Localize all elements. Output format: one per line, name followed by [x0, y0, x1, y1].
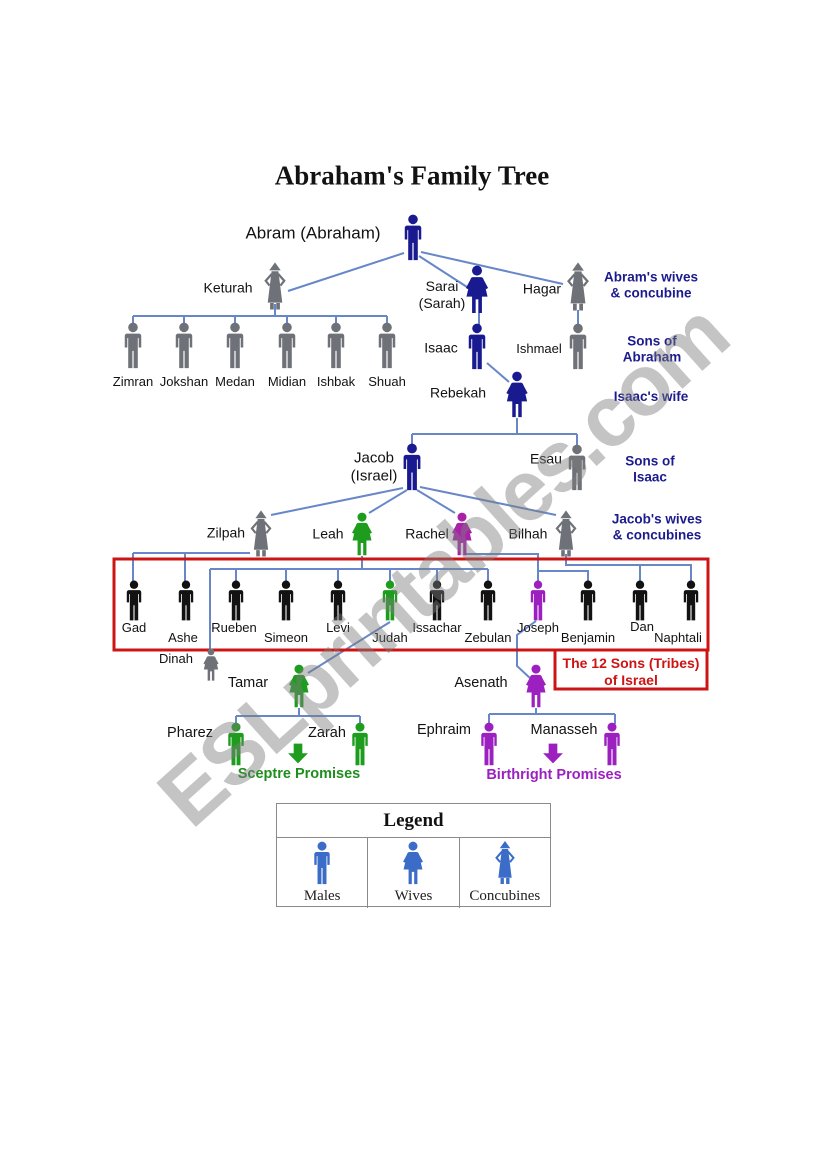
concubine-legend-icon [491, 840, 519, 886]
connector-line [420, 251, 564, 285]
connector-line [307, 621, 391, 674]
rueben-label: Rueben [211, 620, 257, 636]
joseph-label: Joseph [517, 620, 559, 636]
sons-of-abraham-note: Sons of Abraham [622, 333, 682, 365]
dinah-label: Dinah [159, 651, 193, 667]
legend-cell-concubines: Concubines [460, 838, 550, 908]
twelve-sons-caption-box [553, 648, 709, 691]
zebulan-label: Zebulan [464, 630, 512, 646]
twelve-sons-box [112, 557, 710, 652]
benjamin-label: Benjamin [560, 630, 616, 646]
legend-label-wives: Wives [394, 888, 433, 904]
rachel-label: Rachel [405, 525, 449, 542]
medan-label: Medan [215, 374, 255, 390]
asenath-label: Asenath [454, 675, 508, 692]
midian-label: Midian [267, 374, 307, 390]
abrams-wives-note: Abram's wives & concubine [603, 269, 699, 301]
abram-label: Abram (Abraham) [245, 223, 381, 243]
connector-line [368, 489, 408, 514]
ishbak-label: Ishbak [316, 374, 356, 390]
zilpah-label: Zilpah [206, 524, 246, 541]
leah-label: Leah [312, 525, 344, 542]
legend-label-concubines: Concubines [469, 888, 541, 904]
legend-title: Legend [277, 804, 550, 838]
connector-line [486, 362, 510, 383]
jacob-label: Jacob (Israel) [350, 449, 398, 485]
legend-cells: Males Wives Concubines [277, 838, 550, 908]
ishmael-label: Ishmael [516, 341, 562, 357]
hagar-label: Hagar [522, 280, 562, 297]
manasseh-label: Manasseh [530, 722, 598, 739]
zimran-label: Zimran [112, 374, 154, 390]
ephraim-label: Ephraim [417, 722, 471, 739]
male-legend-icon [308, 841, 336, 886]
legend-label-males: Males [303, 888, 341, 904]
connector-line [287, 252, 405, 292]
birthright-promises: Birthright Promises [486, 767, 622, 784]
simeon-label: Simeon [263, 630, 309, 646]
sarai-label: Sarai (Sarah) [418, 277, 466, 311]
judah-label: Judah [372, 630, 408, 646]
wife-legend-icon [399, 841, 427, 886]
keturah-label: Keturah [203, 279, 253, 296]
connector-line [419, 486, 557, 516]
rebekah-label: Rebekah [429, 384, 487, 401]
legend-cell-males: Males [277, 838, 369, 908]
dan-label: Dan [630, 619, 654, 635]
connector-line [418, 255, 468, 288]
jokshan-label: Jokshan [159, 374, 209, 390]
isaac-label: Isaac [424, 339, 458, 356]
isaacs-wife-note: Isaac's wife [613, 388, 689, 404]
sceptre-promises: Sceptre Promises [237, 766, 361, 783]
sons-of-isaac-note: Sons of Isaac [625, 453, 675, 485]
shuah-label: Shuah [368, 374, 406, 390]
esau-label: Esau [530, 450, 562, 467]
connector-line [416, 489, 456, 514]
bilhah-label: Bilhah [508, 525, 548, 542]
zarah-label: Zarah [308, 725, 346, 742]
ashe-label: Ashe [168, 630, 198, 646]
tamar-label: Tamar [227, 675, 269, 692]
jacobs-wives-note: Jacob's wives & concubines [611, 511, 703, 543]
levi-label: Levi [326, 620, 350, 636]
naphtali-label: Naphtali [654, 630, 702, 646]
title: Abraham's Family Tree [274, 160, 550, 191]
pharez-label: Pharez [167, 725, 213, 742]
twelve-sons-caption: The 12 Sons (Tribes) of Israel [562, 654, 700, 688]
gad-label: Gad [121, 620, 147, 636]
connector-line [270, 487, 404, 516]
legend: Legend Males Wives Concubines [276, 803, 551, 908]
legend-cell-wives: Wives [368, 838, 460, 908]
issachar-label: Issachar [412, 620, 462, 636]
